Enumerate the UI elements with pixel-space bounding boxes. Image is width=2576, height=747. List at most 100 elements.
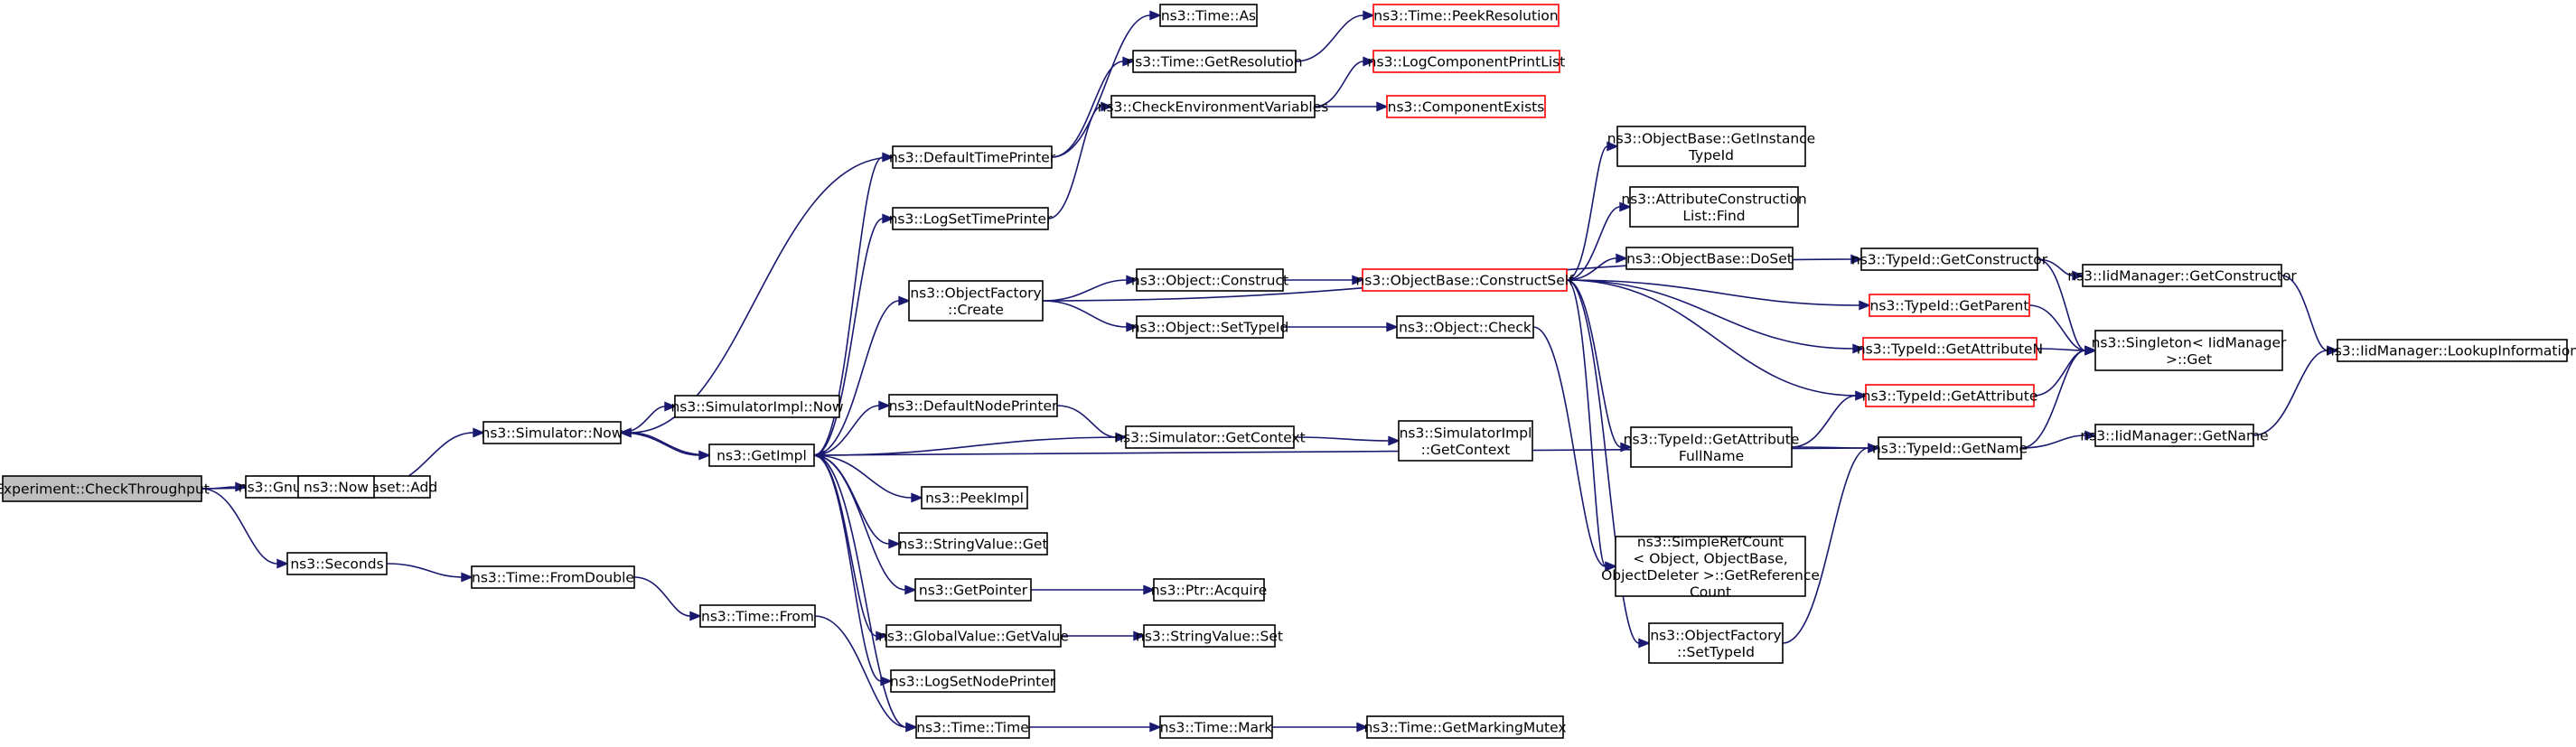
node-logsnp[interactable]: ns3::LogSetNodePrinter: [890, 669, 1056, 693]
node-seconds[interactable]: ns3::Seconds: [286, 552, 388, 575]
node-tidgetparent[interactable]: ns3::TypeId::GetParent: [1869, 294, 2030, 317]
node-label: ns3::LogSetNodePrinter: [890, 674, 1056, 690]
node-label: ns3::Time::FromDouble: [472, 570, 634, 586]
node-obdoset[interactable]: ns3::ObjectBase::DoSet: [1625, 247, 1794, 270]
node-objsettid[interactable]: ns3::Object::SetTypeId: [1131, 315, 1289, 339]
node-label: ns3::TypeId::GetParent: [1870, 298, 2029, 314]
node-box: [898, 532, 1048, 556]
node-box: [1630, 426, 1793, 468]
node-label: ns3::SimpleRefCount: [1637, 534, 1784, 550]
node-tidgetctor[interactable]: ns3::TypeId::GetConstructor: [1851, 247, 2048, 271]
node-label: >::Get: [2166, 351, 2212, 368]
arrow-head-icon: [619, 427, 632, 438]
node-box: [892, 207, 1049, 230]
node-now[interactable]: ns3::Now: [297, 475, 375, 499]
node-label: ns3::Object::Construct: [1131, 273, 1288, 289]
node-strget[interactable]: ns3::StringValue::Get: [898, 532, 1048, 556]
node-timemark[interactable]: ns3::Time::Mark: [1159, 715, 1273, 739]
node-tidgetname[interactable]: ns3::TypeId::GetName: [1872, 436, 2028, 460]
node-constructself[interactable]: ns3::ObjectBase::ConstructSelf: [1355, 268, 1574, 292]
node-box: [1396, 315, 1534, 339]
node-getimpl[interactable]: ns3::GetImpl: [708, 444, 815, 467]
node-strset[interactable]: ns3::StringValue::Set: [1136, 624, 1283, 648]
node-timeas[interactable]: ns3::Time::As: [1159, 4, 1258, 27]
node-label: ns3::Time::PeekResolution: [1373, 8, 1558, 24]
node-ptracq[interactable]: ns3::Ptr::Acquire: [1151, 578, 1268, 602]
arrow-head-icon: [1638, 638, 1651, 649]
node-label: ns3::StringValue::Get: [898, 537, 1047, 553]
node-label: ns3::Time::Time: [916, 720, 1029, 736]
node-logstp[interactable]: ns3::LogSetTimePrinter: [889, 207, 1053, 230]
edge-tidgetname-to-singletonget: [2020, 345, 2097, 449]
node-iidgetctor[interactable]: ns3::IidManager::GetConstructor: [2067, 264, 2297, 287]
node-tidgetattr[interactable]: ns3::TypeId::GetAttribute: [1862, 384, 2038, 407]
node-objcheck[interactable]: ns3::Object::Check: [1396, 315, 1534, 339]
node-logcpl[interactable]: ns3::LogComponentPrintList: [1368, 50, 1566, 73]
arrow-head-icon: [876, 630, 888, 641]
node-singletonget[interactable]: ns3::Singleton< IidManager>::Get: [2092, 330, 2287, 371]
edge-constructself-to-aclfind: [1566, 201, 1632, 281]
node-peekres[interactable]: ns3::Time::PeekResolution: [1372, 4, 1560, 27]
node-label: ns3::Simulator::Now: [482, 425, 623, 442]
node-checkenv[interactable]: ns3::CheckEnvironmentVariables: [1098, 95, 1329, 118]
node-simgetctx[interactable]: ns3::Simulator::GetContext: [1114, 425, 1306, 449]
arrow-head-icon: [689, 611, 702, 621]
node-ofsettid[interactable]: ns3::ObjectFactory::SetTypeId: [1648, 622, 1784, 664]
node-label: ns3::TypeId::GetAttribute: [1624, 431, 1800, 447]
node-fromdouble[interactable]: ns3::Time::FromDouble: [471, 565, 635, 589]
node-simnow[interactable]: ns3::Simulator::Now: [482, 421, 623, 444]
node-peekimpl[interactable]: ns3::PeekImpl: [921, 486, 1028, 509]
node-tidgetattrn[interactable]: ns3::TypeId::GetAttributeN: [1857, 337, 2043, 360]
node-label: FullName: [1679, 448, 1744, 464]
node-getptr[interactable]: ns3::GetPointer: [914, 578, 1032, 602]
edge-deftp-to-getres: [1051, 56, 1135, 158]
node-timetime[interactable]: ns3::Time::Time: [915, 715, 1030, 739]
node-label: ns3::IidManager::GetName: [2080, 428, 2268, 444]
node-label: ::SetTypeId: [1677, 644, 1755, 660]
node-box: [1865, 384, 2035, 407]
node-label: Count: [1690, 584, 1731, 600]
arrow-head-icon: [1855, 390, 1868, 401]
node-timefrom[interactable]: ns3::Time::From: [699, 604, 816, 628]
node-defnp[interactable]: ns3::DefaultNodePrinter: [888, 394, 1058, 417]
arrow-head-icon: [882, 213, 895, 224]
edge-constructself-to-obgit: [1566, 141, 1619, 281]
node-label: ns3::GetImpl: [717, 448, 807, 464]
arrow-head-icon: [1352, 275, 1364, 285]
node-getmm[interactable]: ns3::Time::GetMarkingMutex: [1363, 715, 1567, 739]
node-deftp[interactable]: ns3::DefaultTimePrinter: [889, 145, 1056, 169]
edge-objfac-to-objconstruct: [1042, 275, 1138, 302]
arrow-head-icon: [1850, 254, 1863, 265]
node-root[interactable]: Experiment::CheckThroughput: [0, 475, 210, 502]
arrow-head-icon: [1363, 56, 1375, 67]
arrow-head-icon: [1605, 561, 1617, 572]
node-label: ns3::Simulator::GetContext: [1114, 430, 1306, 446]
node-objfac[interactable]: ns3::ObjectFactory::Create: [908, 280, 1044, 322]
node-objconstruct[interactable]: ns3::Object::Construct: [1131, 268, 1288, 292]
node-implgetctx[interactable]: ns3::SimulatorImpl::GetContext: [1398, 420, 1533, 462]
node-box: [1159, 4, 1258, 27]
node-compex[interactable]: ns3::ComponentExists: [1386, 95, 1546, 118]
node-getres[interactable]: ns3::Time::GetResolution: [1126, 50, 1303, 73]
node-iidgetname[interactable]: ns3::IidManager::GetName: [2080, 424, 2269, 447]
node-box: [1398, 420, 1533, 462]
node-box: [2337, 339, 2568, 362]
node-box: [1616, 126, 1806, 167]
edge-getimpl-to-objfac: [813, 295, 911, 456]
node-box: [885, 624, 1062, 648]
edge-getptr-to-ptracq: [1031, 584, 1156, 595]
node-box: [1159, 715, 1273, 739]
node-implnow[interactable]: ns3::SimulatorImpl::Now: [670, 395, 844, 418]
node-label: ns3::TypeId::GetAttribute: [1862, 388, 2038, 405]
node-gvget[interactable]: ns3::GlobalValue::GetValue: [878, 624, 1069, 648]
node-iidlookup[interactable]: ns3::IidManager::LookupInformation: [2326, 339, 2576, 362]
node-srcgetref[interactable]: ns3::SimpleRefCount< Object, ObjectBase,…: [1601, 534, 1820, 601]
node-label: ns3::ObjectBase::DoSet: [1626, 251, 1793, 267]
node-box: [674, 395, 840, 418]
edge-getimpl-to-logstp: [813, 213, 895, 456]
node-box: [1362, 268, 1568, 292]
